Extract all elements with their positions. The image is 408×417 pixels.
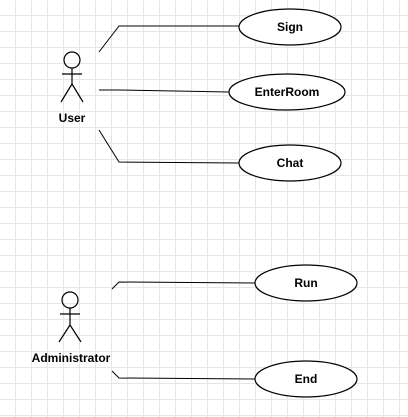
use-case-sign[interactable]: Sign <box>238 8 342 46</box>
use-case-enterroom[interactable]: EnterRoom <box>228 73 346 111</box>
use-case-run[interactable]: Run <box>254 264 358 302</box>
use-case-label: Chat <box>277 156 304 170</box>
association-administrator-run <box>111 281 256 290</box>
use-case-label: Sign <box>277 20 303 34</box>
association-user-sign <box>98 25 239 53</box>
stick-figure-icon <box>60 51 84 103</box>
use-case-chat[interactable]: Chat <box>238 144 342 182</box>
actor-label: Administrator <box>32 351 111 365</box>
actor-label: User <box>59 111 86 125</box>
association-user-enterroom <box>99 89 230 93</box>
stick-figure-icon <box>58 291 82 343</box>
association-administrator-end <box>111 370 256 380</box>
association-user-chat <box>98 129 240 164</box>
actor-administrator[interactable]: Administrator <box>32 291 111 365</box>
use-case-label: End <box>295 372 318 386</box>
use-case-label: EnterRoom <box>255 85 320 99</box>
use-case-end[interactable]: End <box>254 360 358 398</box>
use-case-label: Run <box>294 276 317 290</box>
actor-user[interactable]: User <box>59 51 86 125</box>
